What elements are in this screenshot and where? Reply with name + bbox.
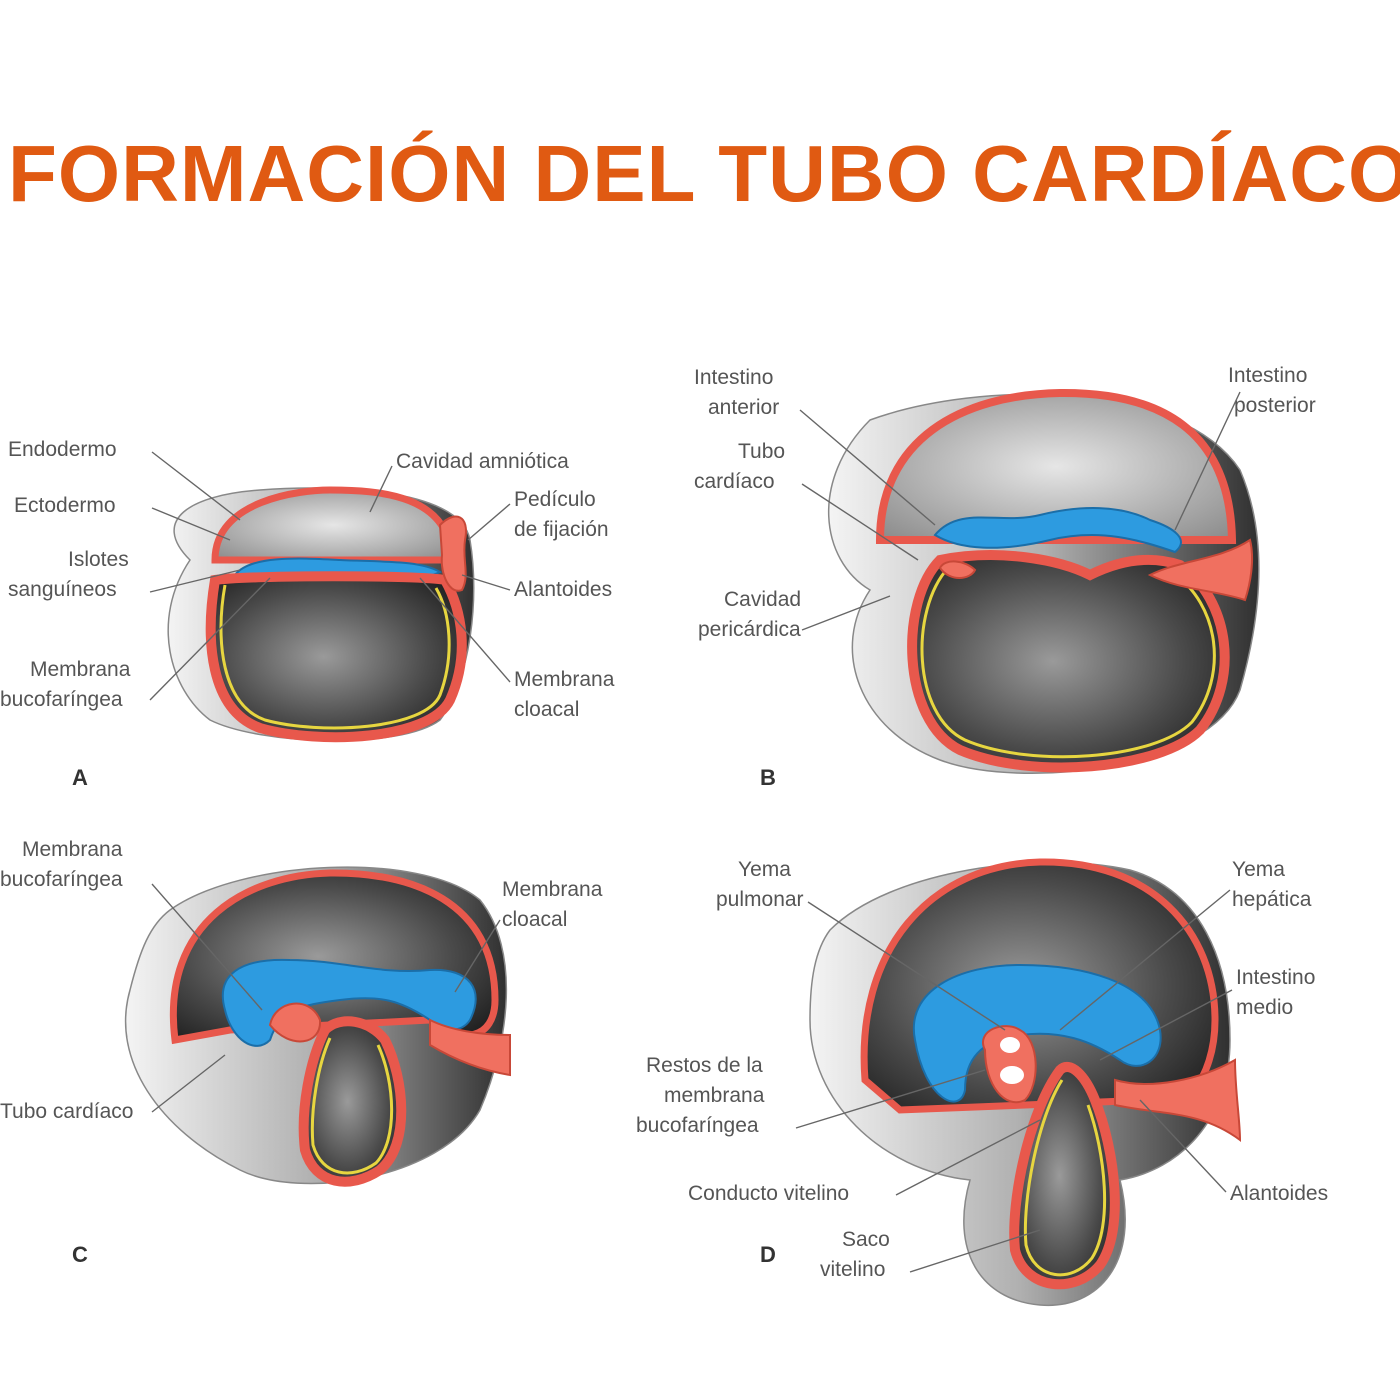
panel-b-allantois	[1147, 538, 1254, 602]
panel-b-heart-tube	[933, 507, 1182, 554]
panel-d-heart-tube-body	[912, 963, 1162, 1103]
panel-d-allantois	[1114, 1058, 1242, 1142]
label-cavidad-amniotica: Cavidad amniótica	[396, 450, 569, 473]
leader-cloacal-c	[454, 919, 501, 993]
panel-b-letter: B	[760, 765, 776, 790]
leader-islotes	[149, 569, 241, 593]
panel-a-endoderm-line	[219, 584, 451, 730]
leader-tubo-b	[801, 483, 919, 561]
label-int-medio-1: Intestino	[1236, 966, 1315, 989]
panel-d-heart	[982, 1025, 1037, 1103]
panel-a: A Endodermo Ectodermo Islotes sanguíneos…	[0, 438, 615, 790]
leader-yema-hep	[1059, 889, 1231, 1031]
panel-c-pericardium	[268, 1002, 322, 1043]
label-tubo-b-2: cardíaco	[694, 470, 775, 493]
label-pediculo-1: Pedículo	[514, 488, 596, 511]
panel-d-heart-lumen-2	[1000, 1066, 1024, 1084]
panel-b-yolk-sac	[907, 550, 1230, 773]
label-membrana-a-2: bucofaríngea	[0, 688, 123, 711]
label-pediculo-2: de fijación	[514, 518, 609, 541]
panel-c-yolk-sac	[298, 1016, 407, 1187]
page-title: FORMACIÓN DEL TUBO CARDÍACO	[8, 129, 1400, 218]
leader-alantoides-d	[1139, 1099, 1227, 1193]
leader-membrana-c	[151, 883, 263, 1011]
leader-membrana-a	[149, 577, 271, 701]
leader-alantoides-a	[461, 574, 511, 591]
label-conducto: Conducto vitelino	[688, 1182, 849, 1205]
label-yema-hep-2: hepática	[1232, 888, 1312, 911]
leader-pediculo	[467, 503, 511, 541]
label-int-medio-2: medio	[1236, 996, 1293, 1019]
label-saco-1: Saco	[842, 1228, 890, 1251]
leader-saco	[909, 1229, 1041, 1273]
label-endodermo: Endodermo	[8, 438, 117, 461]
label-int-post-2: posterior	[1234, 394, 1316, 417]
panel-d-endoderm-line	[1023, 1079, 1107, 1277]
label-yema-pul-1: Yema	[738, 858, 791, 881]
panel-c-allantois	[429, 1018, 511, 1077]
leader-cavidad	[369, 465, 393, 513]
panel-c-endoderm-line	[310, 1037, 394, 1175]
label-membrana-c-1: Membrana	[22, 838, 123, 861]
leader-tubo-c	[151, 1054, 226, 1113]
label-yema-hep-1: Yema	[1232, 858, 1285, 881]
leader-int-medio	[1099, 989, 1233, 1061]
panel-b-pericardial-red	[938, 560, 977, 579]
leader-cloacal-a	[419, 577, 511, 683]
label-saco-2: vitelino	[820, 1258, 885, 1281]
panel-d-letter: D	[760, 1242, 776, 1267]
panel-a-amniotic-cavity	[211, 486, 456, 564]
label-islotes-1: Islotes	[68, 548, 129, 571]
leader-int-ant	[799, 409, 936, 526]
label-cloacal-c-1: Membrana	[502, 878, 603, 901]
panel-b: B Intestino anterior Tubo cardíaco Cavid…	[694, 364, 1316, 790]
label-restos-3: bucofaríngea	[636, 1114, 759, 1137]
label-pericardica-2: pericárdica	[698, 618, 801, 641]
label-int-post-1: Intestino	[1228, 364, 1307, 387]
panel-d-heart-lumen-1	[1000, 1037, 1020, 1053]
panel-b-endoderm-line	[920, 566, 1216, 759]
label-alantoides-d: Alantoides	[1230, 1182, 1328, 1205]
leader-ectodermo	[151, 507, 231, 541]
panel-c-letter: C	[72, 1242, 88, 1267]
label-yema-pul-2: pulmonar	[716, 888, 804, 911]
panel-a-letter: A	[72, 765, 88, 790]
panel-a-yolk-sac	[205, 571, 467, 743]
label-membrana-c-2: bucofaríngea	[0, 868, 123, 891]
label-ectodermo: Ectodermo	[14, 494, 116, 517]
label-cloacal-a-2: cloacal	[514, 698, 579, 721]
label-restos-1: Restos de la	[646, 1054, 763, 1077]
leader-conducto	[895, 1119, 1041, 1196]
label-alantoides-a: Alantoides	[514, 578, 612, 601]
leader-restos	[795, 1069, 986, 1129]
label-tubo-b-1: Tubo	[738, 440, 785, 463]
leader-int-post	[1174, 391, 1241, 531]
label-islotes-2: sanguíneos	[8, 578, 117, 601]
label-pericardica-1: Cavidad	[724, 588, 801, 611]
label-tubo-c: Tubo cardíaco	[0, 1100, 133, 1123]
leader-yema-pul	[807, 901, 1006, 1031]
leader-endodermo	[151, 451, 241, 521]
leader-pericardica	[801, 595, 891, 631]
panel-c: C Membrana bucofaríngea Membrana cloacal…	[0, 838, 603, 1267]
panel-a-connecting-stalk	[438, 515, 467, 592]
label-cloacal-a-1: Membrana	[514, 668, 615, 691]
panel-b-amniotic-cavity	[875, 388, 1237, 544]
label-restos-2: membrana	[664, 1084, 765, 1107]
label-cloacal-c-2: cloacal	[502, 908, 567, 931]
label-int-ant-2: anterior	[708, 396, 779, 419]
label-int-ant-1: Intestino	[694, 366, 773, 389]
panel-d: D Yema pulmonar Restos de la membrana bu…	[636, 858, 1328, 1307]
label-membrana-a-1: Membrana	[30, 658, 131, 681]
